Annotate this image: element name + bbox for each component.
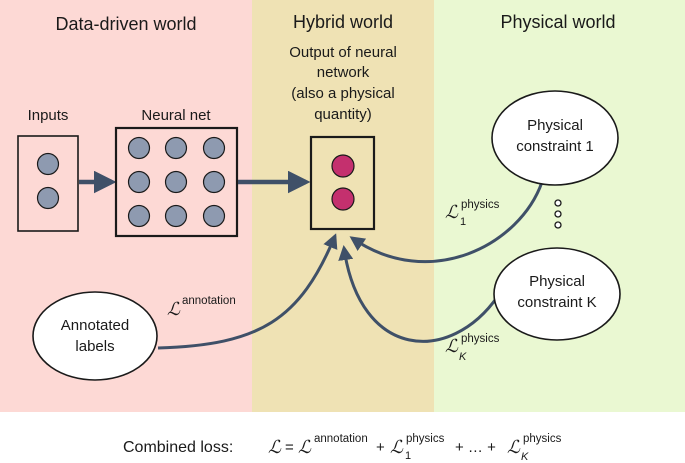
loss-symbol: ℒ	[445, 336, 459, 357]
constraint-k-label: constraint K	[517, 294, 596, 311]
physical-title: Physical world	[500, 12, 615, 32]
net-node	[202, 204, 226, 228]
constraint-k-ellipse	[493, 247, 621, 341]
net-node	[127, 170, 151, 194]
net-node	[127, 204, 151, 228]
output-line: Output of neural	[289, 44, 397, 61]
output-line: network	[317, 64, 370, 81]
loss-symbol: ℒ	[390, 437, 404, 458]
annotation-loss-label: ℒ annotation	[167, 295, 236, 320]
plus-sign: +	[376, 439, 385, 456]
vertical-ellipsis	[554, 199, 562, 229]
neural-net-box	[114, 126, 239, 238]
annotated-labels-text: labels	[75, 338, 114, 355]
loss-symbol: ℒ	[298, 437, 312, 458]
loss-symbol: ℒ	[445, 202, 459, 223]
loss-sub: 1	[405, 450, 411, 462]
net-node	[202, 136, 226, 160]
loss-sub: 1	[460, 216, 466, 228]
combined-loss-prefix: Combined loss:	[123, 439, 233, 456]
ellipsis-plus: + … +	[455, 439, 496, 456]
arrow-constraintK-to-output	[338, 245, 500, 343]
loss-sup: physics	[461, 199, 500, 211]
loss-sub: K	[521, 451, 529, 463]
loss-symbol: ℒ	[507, 437, 521, 458]
net-node	[164, 136, 188, 160]
input-node	[36, 186, 60, 210]
physics-loss-1-label: ℒ physics 1	[445, 199, 500, 228]
output-box	[309, 135, 376, 231]
net-node	[127, 136, 151, 160]
constraint-1-label: Physical	[527, 117, 583, 134]
neural-net-label: Neural net	[141, 107, 211, 124]
net-node	[202, 170, 226, 194]
combined-loss-equation: Combined loss: ℒ = ℒ annotation + ℒ phys…	[123, 433, 562, 463]
loss-sup: physics	[461, 333, 500, 345]
net-node	[164, 170, 188, 194]
output-node	[331, 187, 355, 211]
output-line: quantity)	[314, 106, 372, 123]
neural-net-nodes	[127, 136, 226, 228]
loss-sub: K	[459, 351, 467, 363]
loss-sup: annotation	[314, 433, 368, 445]
net-node	[164, 204, 188, 228]
annotated-labels-ellipse	[32, 291, 158, 381]
inputs-box	[17, 135, 79, 232]
input-node	[36, 152, 60, 176]
loss-symbol: ℒ	[268, 437, 282, 458]
arrow-annotation-to-output	[157, 233, 338, 350]
loss-symbol: ℒ	[167, 299, 181, 320]
data-driven-title: Data-driven world	[55, 14, 196, 34]
constraint-1-ellipse	[491, 90, 619, 186]
hybrid-title: Hybrid world	[293, 12, 393, 32]
physics-loss-k-label: ℒ physics K	[445, 333, 500, 363]
inputs-label: Inputs	[28, 107, 69, 124]
loss-sup: physics	[406, 433, 445, 445]
output-line: (also a physical	[291, 85, 394, 102]
arrow-constraint1-to-output	[349, 181, 544, 264]
eq-sign: =	[285, 439, 294, 456]
loss-sup: annotation	[182, 295, 236, 307]
constraint-k-label: Physical	[529, 273, 585, 290]
output-description: Output of neural network (also a physica…	[289, 44, 397, 123]
loss-sup: physics	[523, 433, 562, 445]
annotated-labels-text: Annotated	[61, 317, 129, 334]
output-node	[331, 154, 355, 178]
constraint-1-label: constraint 1	[516, 138, 594, 155]
